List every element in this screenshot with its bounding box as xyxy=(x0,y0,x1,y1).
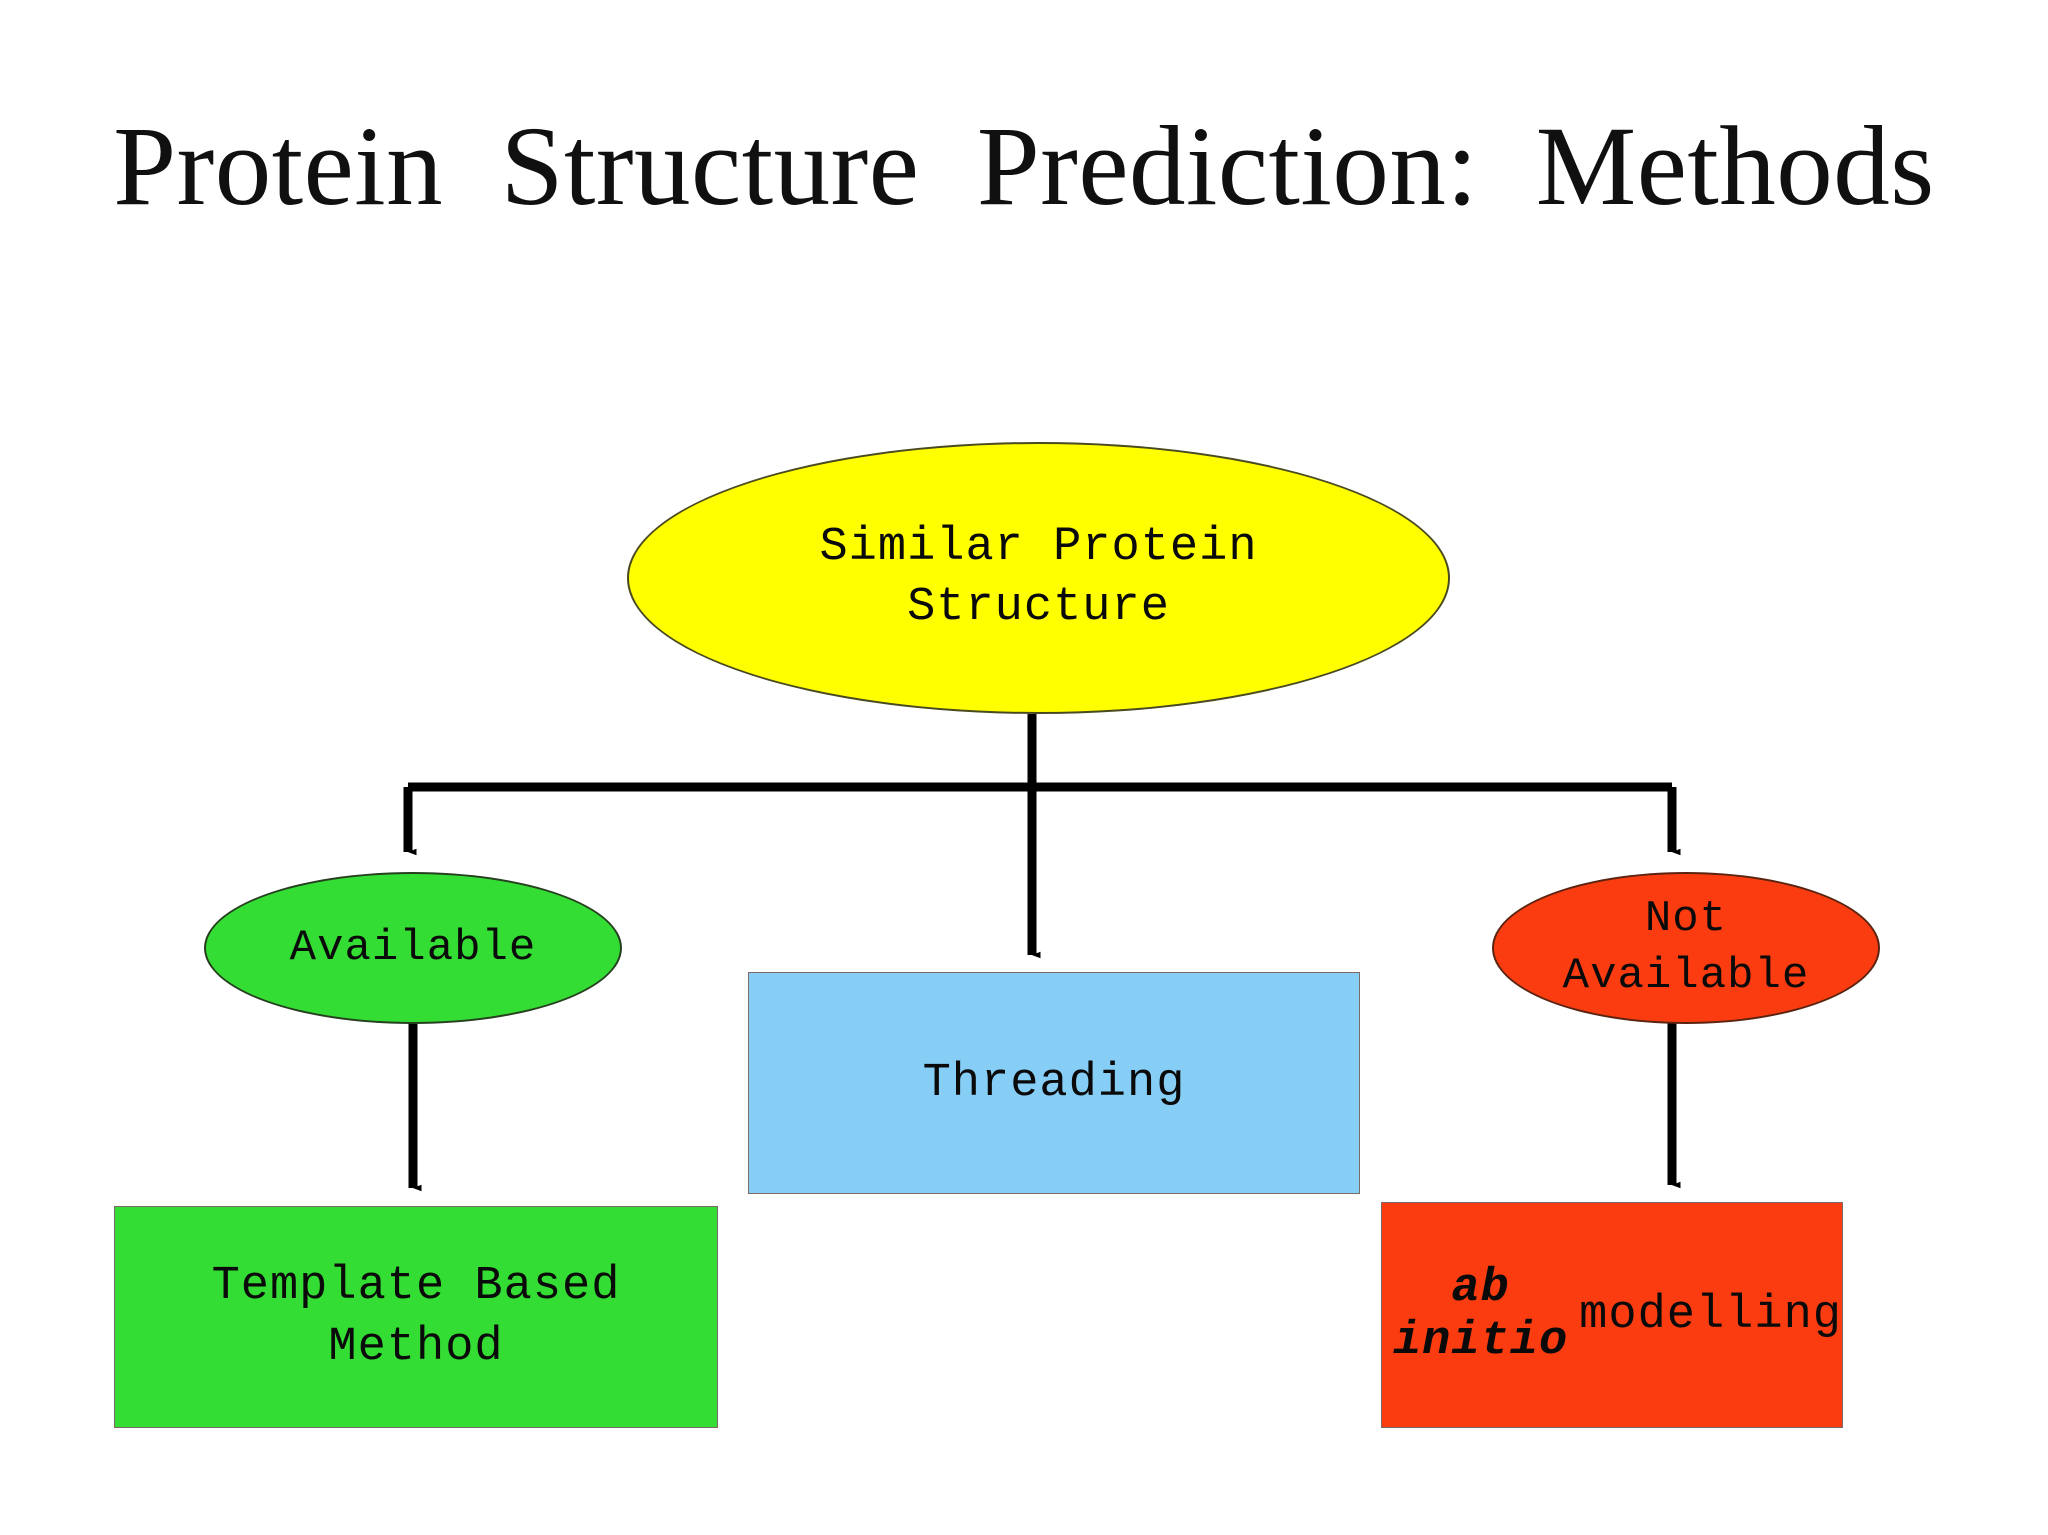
node-threading[interactable]: Threading xyxy=(748,972,1360,1194)
node-template-based-method[interactable]: Template Based Method xyxy=(114,1206,718,1428)
node-similar-protein-structure[interactable]: Similar Protein Structure xyxy=(627,442,1450,714)
node-ab-initio-modelling[interactable]: ab initio modelling xyxy=(1381,1202,1843,1428)
page-title: Protein Structure Prediction: Methods xyxy=(113,104,1935,229)
node-ab-initio-plain-label: modelling xyxy=(1579,1288,1842,1342)
node-not-available[interactable]: Not Available xyxy=(1492,872,1880,1024)
node-available[interactable]: Available xyxy=(204,872,622,1024)
node-ab-initio-italic-label: ab initio xyxy=(1392,1262,1569,1368)
